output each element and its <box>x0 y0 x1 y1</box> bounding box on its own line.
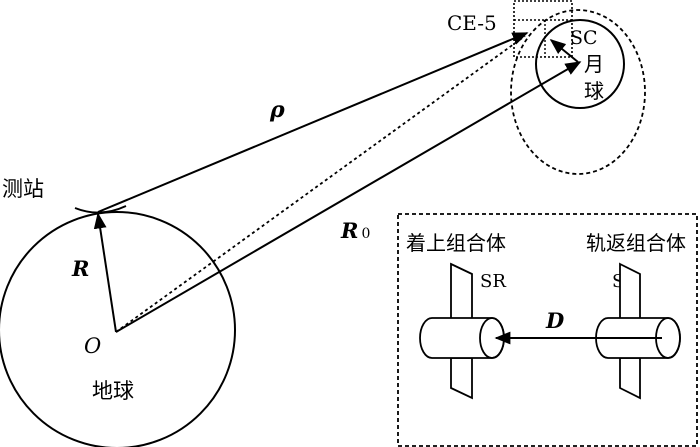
lander-spacecraft <box>419 262 505 400</box>
moon-label-2: 球 <box>584 79 604 103</box>
orbiter-spacecraft <box>595 262 681 400</box>
r-label: R <box>71 256 89 281</box>
d-label: D <box>545 308 565 333</box>
lander-label: 着上组合体 <box>406 231 506 255</box>
ce5-label: CE-5 <box>447 11 497 35</box>
earth-circle <box>0 211 236 447</box>
vector-moon-to-sc <box>549 38 579 63</box>
lander-body <box>419 317 505 359</box>
r0-subscript: 0 <box>361 226 370 242</box>
station-label: 测站 <box>2 177 44 201</box>
orbiter-panel-top <box>619 262 641 321</box>
vector-rho <box>97 32 529 213</box>
orbit-ellipse <box>510 9 646 175</box>
earth-label: 地球 <box>92 379 134 403</box>
inset-box <box>397 213 698 447</box>
vector-r0 <box>115 61 582 333</box>
orbiter-label: 轨返组合体 <box>586 231 686 255</box>
dotted-o-to-ce5 <box>115 35 526 333</box>
rho-label: ρ <box>269 97 285 123</box>
moon-label-1: 月 <box>584 52 604 76</box>
orbiter-panel-bottom <box>619 357 641 400</box>
sc-top-label: SC <box>570 27 598 49</box>
sr-label: SR <box>480 271 506 292</box>
moon-circle <box>535 19 625 109</box>
vector-r <box>93 212 117 333</box>
origin-label: O <box>84 334 101 358</box>
lander-panel-top <box>450 262 473 321</box>
ce5-dotted-box <box>513 0 573 58</box>
lander-panel-bottom <box>450 357 473 400</box>
